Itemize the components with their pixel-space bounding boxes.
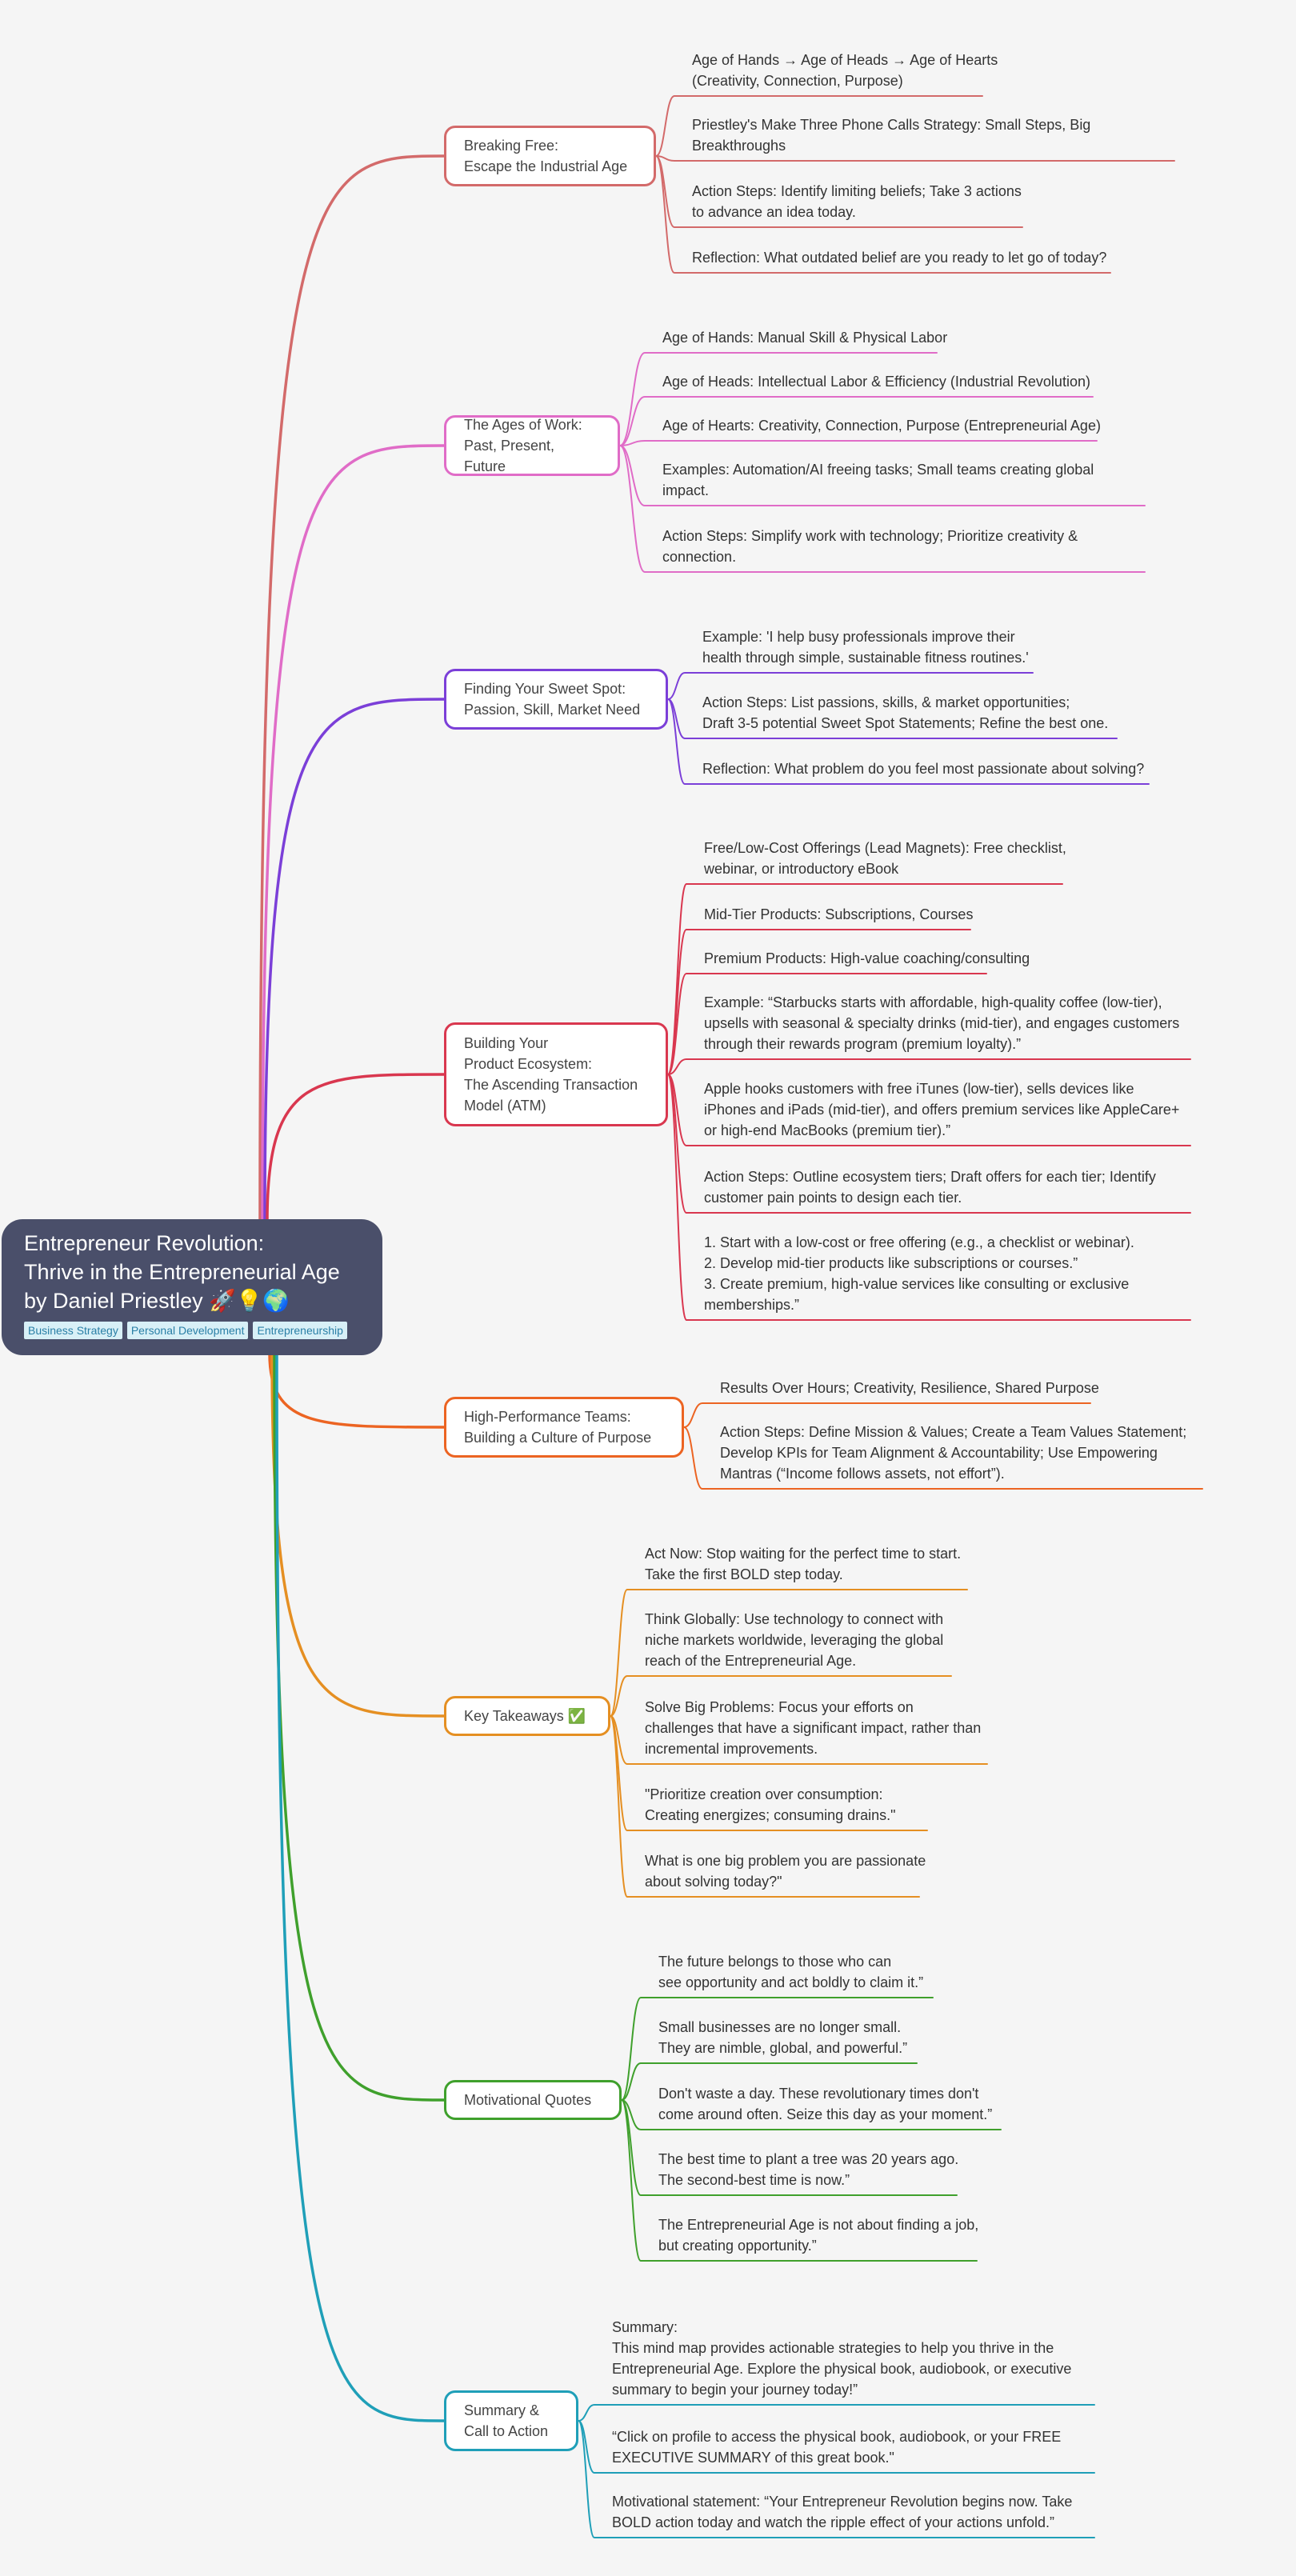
leaf-connector — [619, 352, 938, 446]
leaf-connector — [621, 1997, 934, 2101]
leaf-topic[interactable]: Apple hooks customers with free iTunes (… — [704, 1081, 1180, 1138]
leaf-topic[interactable]: Age of Heads: Intellectual Labor & Effic… — [662, 374, 1090, 390]
leaf-topic[interactable]: Examples: Automation/AI freeing tasks; S… — [662, 462, 1094, 498]
leaf-topic[interactable]: Action Steps: Outline ecosystem tiers; D… — [704, 1169, 1156, 1206]
branch-label: Finding Your Sweet Spot: Passion, Skill,… — [464, 681, 641, 718]
leaf-topic[interactable]: Reflection: What outdated belief are you… — [692, 250, 1107, 266]
leaf-connector — [610, 1589, 968, 1717]
leaf-connector — [667, 1058, 1191, 1075]
tag-personal-development: Personal Development — [126, 1322, 249, 1339]
leaf-topic[interactable]: Priestley's Make Three Phone Calls Strat… — [692, 117, 1091, 154]
leaf-topic[interactable]: Motivational statement: “Your Entreprene… — [612, 2494, 1073, 2530]
leaf-connector — [621, 2099, 1002, 2130]
branch-connector — [275, 1352, 446, 2422]
branch-node[interactable]: Summary & Call to Action — [444, 2390, 578, 2451]
leaf-connector — [578, 2420, 1095, 2538]
leaf-connector — [610, 1675, 952, 1717]
branch-label: Summary & Call to Action — [464, 2402, 549, 2439]
leaf-connector — [619, 445, 1146, 506]
leaf-connector — [667, 698, 1150, 785]
leaf-connector — [655, 155, 1111, 274]
leaf-connector — [667, 672, 1034, 700]
leaf-topic[interactable]: What is one big problem you are passiona… — [645, 1853, 926, 1890]
leaf-topic[interactable]: Age of Hearts: Creativity, Connection, P… — [662, 418, 1101, 434]
branch-node[interactable]: Building Your Product Ecosystem: The Asc… — [444, 1022, 668, 1126]
tag-business-strategy: Business Strategy — [24, 1322, 122, 1339]
branch-label: Building Your Product Ecosystem: The Asc… — [464, 1035, 638, 1114]
leaf-topic[interactable]: “Click on profile to access the physical… — [612, 2429, 1062, 2466]
branch-label: The Ages of Work: Past, Present, Future — [464, 417, 582, 474]
tag-list: Business Strategy Personal Development E… — [24, 1322, 360, 1339]
branch-connector — [261, 444, 446, 1222]
leaf-connector — [610, 1715, 920, 1898]
leaf-topic[interactable]: Age of Hands: Manual Skill & Physical La… — [662, 330, 948, 346]
leaf-connector — [655, 155, 1175, 162]
leaf-topic[interactable]: Premium Products: High-value coaching/co… — [704, 950, 1030, 966]
leaf-connector — [610, 1715, 988, 1765]
leaf-topic[interactable]: 1. Start with a low-cost or free offerin… — [704, 1234, 1134, 1313]
leaf-topic[interactable]: Don't waste a day. These revolutionary t… — [658, 2086, 993, 2122]
branch-connector — [263, 698, 446, 1222]
tag-entrepreneurship: Entrepreneurship — [253, 1322, 347, 1339]
leaf-topic[interactable]: Action Steps: Simplify work with technol… — [662, 528, 1078, 565]
leaf-topic[interactable]: Solve Big Problems: Focus your efforts o… — [645, 1699, 982, 1757]
leaf-connector — [667, 973, 987, 1075]
leaf-topic[interactable]: Age of Hands → Age of Heads → Age of Hea… — [692, 52, 998, 89]
branch-connector — [258, 154, 446, 1222]
branch-label: High-Performance Teams: Building a Cultu… — [464, 1409, 652, 1446]
leaf-topic[interactable]: Free/Low-Cost Offerings (Lead Magnets): … — [704, 840, 1066, 877]
leaf-connector — [578, 2420, 1095, 2474]
leaf-connector — [667, 1074, 1191, 1321]
central-topic[interactable]: Entrepreneur Revolution: Thrive in the E… — [2, 1219, 382, 1355]
leaf-connector — [619, 445, 1146, 573]
leaf-topic[interactable]: Reflection: What problem do you feel mos… — [702, 761, 1145, 777]
leaf-topic[interactable]: Results Over Hours; Creativity, Resilien… — [720, 1380, 1099, 1396]
leaf-connector — [621, 2099, 978, 2262]
leaf-connector — [621, 2062, 918, 2101]
leaf-connector — [667, 1074, 1191, 1214]
leaf-topic[interactable]: Example: “Starbucks starts with affordab… — [704, 994, 1180, 1052]
leaf-connector — [683, 1402, 1091, 1428]
leaf-connector — [578, 2404, 1095, 2422]
leaf-topic[interactable]: Think Globally: Use technology to connec… — [645, 1611, 944, 1669]
branch-label: Motivational Quotes — [464, 2092, 592, 2108]
leaf-topic[interactable]: Action Steps: Define Mission & Values; C… — [720, 1424, 1187, 1482]
leaf-topic[interactable]: Action Steps: Identify limiting beliefs;… — [692, 183, 1022, 220]
leaf-topic[interactable]: The future belongs to those who can see … — [658, 1954, 924, 1990]
leaf-connector — [683, 1426, 1203, 1490]
leaf-connector — [655, 95, 983, 157]
leaf-topic[interactable]: Example: 'I help busy professionals impr… — [702, 629, 1029, 666]
leaf-topic[interactable]: "Prioritize creation over consumption: C… — [645, 1786, 896, 1823]
leaf-topic[interactable]: Act Now: Stop waiting for the perfect ti… — [645, 1546, 962, 1582]
branch-connector — [273, 1352, 446, 2102]
leaf-topic[interactable]: Mid-Tier Products: Subscriptions, Course… — [704, 906, 974, 922]
branch-node[interactable]: High-Performance Teams: Building a Cultu… — [444, 1397, 684, 1458]
branch-connector — [268, 1352, 446, 1429]
branch-node[interactable]: The Ages of Work: Past, Present, Future — [444, 415, 620, 476]
branch-node[interactable]: Finding Your Sweet Spot: Passion, Skill,… — [444, 669, 668, 730]
leaf-topic[interactable]: Small businesses are no longer small. Th… — [658, 2019, 908, 2056]
leaf-connector — [619, 396, 1094, 446]
leaf-topic[interactable]: Action Steps: List passions, skills, & m… — [702, 694, 1109, 731]
leaf-topic[interactable]: Summary: This mind map provides actionab… — [612, 2319, 1072, 2398]
branch-node[interactable]: Breaking Free: Escape the Industrial Age — [444, 126, 656, 186]
branch-node[interactable]: Key Takeaways ✅ — [444, 1696, 610, 1736]
central-topic-title: Entrepreneur Revolution: Thrive in the E… — [24, 1231, 340, 1313]
branch-node[interactable]: Motivational Quotes — [444, 2080, 622, 2120]
branch-label: Key Takeaways ✅ — [464, 1708, 586, 1724]
leaf-connector — [619, 440, 1098, 446]
branch-connector — [266, 1073, 446, 1222]
leaf-topic[interactable]: The Entrepreneurial Age is not about fin… — [658, 2217, 979, 2254]
leaf-topic[interactable]: The best time to plant a tree was 20 yea… — [658, 2151, 959, 2188]
branch-connector — [270, 1352, 446, 1718]
branch-label: Breaking Free: Escape the Industrial Age — [464, 138, 628, 174]
